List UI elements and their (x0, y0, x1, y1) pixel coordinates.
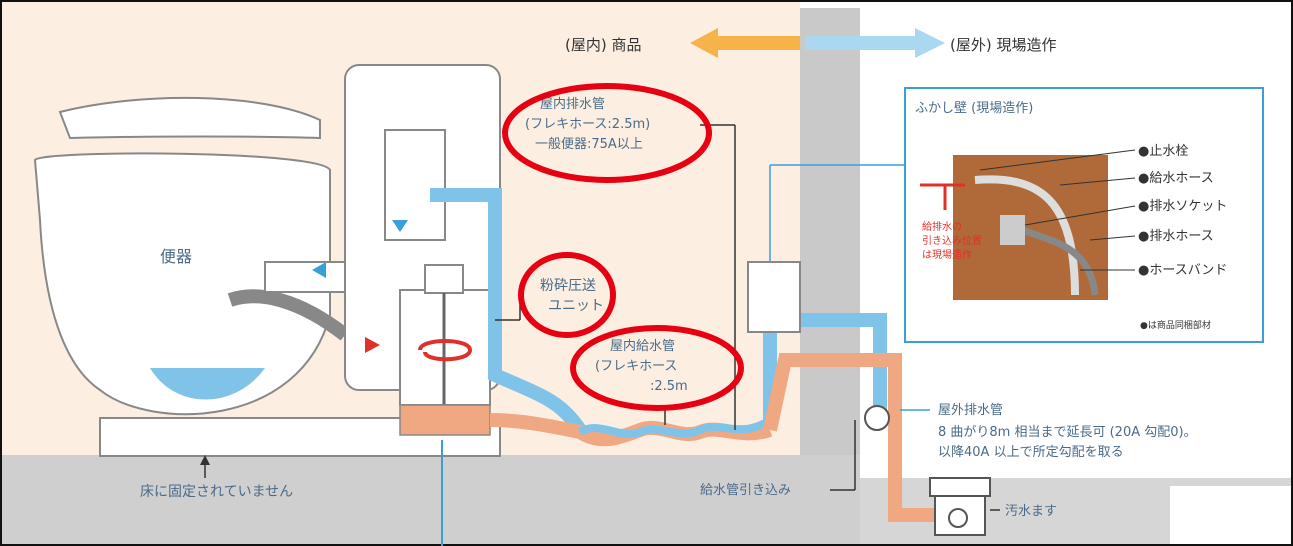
indoor-drain-label-1: 屋内排水管 (540, 96, 605, 112)
indoor-arrow (690, 28, 800, 58)
part-label: ●給水ホース (1138, 171, 1214, 186)
inset-footnote: ●は商品同梱部材 (1140, 319, 1211, 331)
inset-title: ふかし壁 (現場造作) (915, 101, 1033, 116)
toilet-water (150, 368, 265, 400)
photo-note-1: 給排水の (922, 220, 962, 233)
highlight-crusher (518, 252, 616, 338)
flexible-supply-hose (577, 416, 773, 438)
part-leader-2 (1059, 177, 1136, 186)
crusher-unit (365, 264, 491, 436)
toilet-label: 便器 (160, 247, 192, 266)
indoor-supply-pipe (430, 188, 586, 435)
part-label: ●ホースバンド (1138, 263, 1227, 278)
floor (0, 455, 860, 546)
floor-up-arrow-icon (200, 455, 210, 465)
crusher-label-1: 粉砕圧送 (540, 278, 596, 294)
outdoor-drain-title: 屋外排水管 (938, 403, 1003, 418)
photo-note-3: は現場造作 (922, 248, 972, 261)
basin-opening-icon (948, 508, 968, 528)
left-arrow-icon (312, 262, 326, 278)
indoor-supply-label-1: 屋内給水管 (610, 338, 675, 354)
crusher-motor (424, 264, 464, 294)
photo-hose-icon (974, 175, 1079, 296)
floor-note: 床に固定されていません (140, 484, 293, 500)
supply-intake-label: 給水管引き込み (700, 483, 791, 498)
part-leader-1 (979, 149, 1136, 171)
inset-panel: ふかし壁 (現場造作) 給排水の 引き込み位置 は現場造作 ●止水栓 ●給水ホー… (904, 87, 1264, 343)
wall (800, 8, 860, 458)
part-label: ●排水ソケット (1138, 199, 1227, 214)
tank-inner (384, 129, 446, 241)
outdoor-ground-strip (860, 478, 1293, 486)
part-leader-4 (1089, 235, 1136, 241)
sewage-basin-lid (929, 477, 991, 497)
right-arrow-icon (365, 337, 380, 353)
part-leader-3 (1024, 205, 1136, 226)
photo-note-2: 引き込み位置 (922, 234, 982, 247)
down-arrow-icon (392, 220, 408, 232)
sewage-basin-label: 汚水ます (1005, 504, 1057, 519)
outdoor-arrow (805, 28, 945, 58)
part-label: ●排水ホース (1138, 229, 1214, 244)
outdoor-drain-pipe (763, 353, 935, 522)
toilet-connector (264, 261, 346, 293)
outdoor-drain-line-1: 8 曲がり8m 相当まで延長可 (20A 勾配0)。 (938, 425, 1197, 440)
part-label: ●止水栓 (1138, 144, 1188, 159)
indoor-drain-label-2: (フレキホース:2.5m) (525, 117, 650, 132)
indoor-label: (屋内) 商品 (565, 36, 641, 54)
toilet-trap (227, 289, 350, 341)
wall-junction-box (747, 261, 801, 333)
valve-icon (864, 405, 890, 431)
highlight-indoor-drain (502, 83, 712, 183)
outdoor-label: (屋外) 現場造作 (950, 36, 1056, 54)
indoor-drain-label-3: 一般便器:75A以上 (535, 136, 643, 152)
rotation-icon (418, 339, 473, 362)
indoor-supply-label-3: :2.5m (650, 379, 688, 394)
photo-red-arrow-icon (920, 183, 965, 210)
crusher-label-2: ユニット (548, 298, 604, 314)
indoor-supply-label-2: (フレキホース (595, 359, 677, 374)
toilet-bowl (33, 152, 331, 416)
photo-socket-icon (1000, 215, 1025, 245)
crusher-drain (399, 404, 491, 436)
outdoor-drain-line-2: 以降40A 以上で所定勾配を取る (938, 445, 1124, 460)
highlight-indoor-supply (570, 325, 744, 411)
toilet-lid (58, 96, 321, 140)
